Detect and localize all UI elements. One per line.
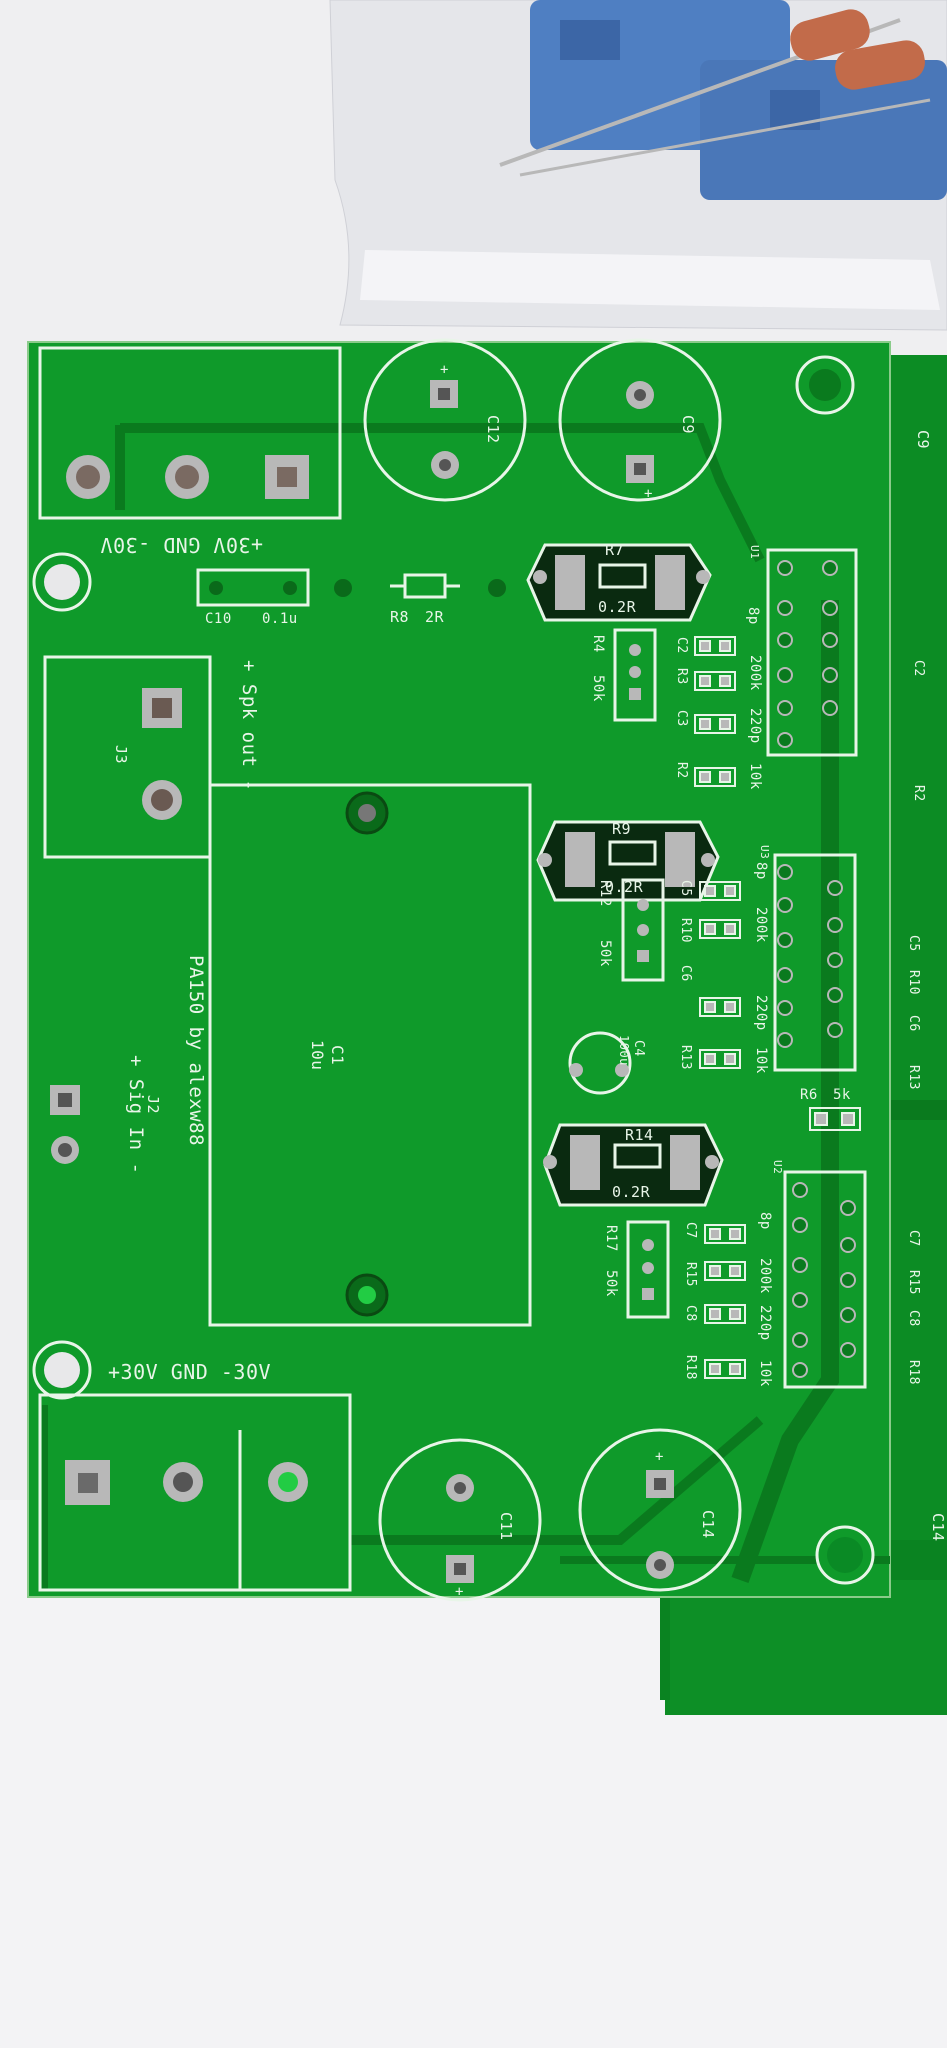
r8-value: 2R xyxy=(425,608,445,626)
c10-label: C10 xyxy=(205,611,232,627)
u3-220p: 220p xyxy=(753,995,769,1031)
u1-8p: 8p xyxy=(745,607,761,625)
r7-label: R7 xyxy=(605,541,625,559)
c5-label-behind: C5 xyxy=(906,935,921,952)
c8-label: C8 xyxy=(683,1305,698,1322)
c2-label-behind: C2 xyxy=(911,660,926,677)
u1-220p: 220p xyxy=(747,708,763,744)
c1-label: C1 xyxy=(328,1045,347,1066)
u1-label: U1 xyxy=(748,545,761,560)
r4-label: R4 xyxy=(590,635,606,653)
r6-value: 5k xyxy=(833,1087,851,1103)
c12-label: C12 xyxy=(484,415,502,444)
r12-label: R12 xyxy=(597,880,613,907)
u2-220p: 220p xyxy=(757,1305,773,1341)
r4-value: 50k xyxy=(590,675,606,702)
r2-label-behind: R2 xyxy=(911,785,926,802)
c11-plus: + xyxy=(455,1584,464,1600)
u2-10k: 10k xyxy=(757,1360,773,1387)
r14-label: R14 xyxy=(625,1126,654,1144)
component-bag xyxy=(329,0,947,331)
c4-label: C4 xyxy=(631,1040,646,1057)
r8-label: R8 xyxy=(390,608,410,626)
j2-label: J2 xyxy=(144,1095,162,1115)
power-label-bottom: +30V GND -30V xyxy=(108,1360,272,1384)
pcb-board-main xyxy=(27,338,891,1602)
u3-8p: 8p xyxy=(753,862,769,880)
c4-value: 100u xyxy=(617,1035,631,1066)
c12-plus: + xyxy=(440,362,449,378)
u2-label: U2 xyxy=(771,1160,784,1175)
c11-label: C11 xyxy=(497,1512,515,1541)
c7-label: C7 xyxy=(683,1222,698,1239)
c6-label-behind: C6 xyxy=(906,1015,921,1032)
c6-label: C6 xyxy=(678,965,693,982)
r14-value: 0.2R xyxy=(612,1183,651,1201)
spk-out-label: + Spk out - xyxy=(238,660,260,792)
c5-label: C5 xyxy=(678,880,693,897)
j3-label: J3 xyxy=(112,745,130,765)
u3-label: U3 xyxy=(758,845,771,860)
r13-label-behind: R13 xyxy=(906,1065,921,1090)
c14-label-behind: C14 xyxy=(929,1513,947,1542)
r7-value: 0.2R xyxy=(598,598,637,616)
r17-value: 50k xyxy=(603,1270,619,1297)
sig-in-label: + Sig In - xyxy=(125,1055,147,1175)
r17-label: R17 xyxy=(603,1225,619,1252)
r2-label: R2 xyxy=(674,762,689,779)
power-label-top: +30V GND -30V xyxy=(100,533,264,557)
c9-plus: + xyxy=(644,486,653,502)
u2-200k: 200k xyxy=(757,1258,773,1294)
r15-label: R15 xyxy=(683,1262,698,1287)
c9-label-behind: C9 xyxy=(914,430,932,450)
c14-plus: + xyxy=(655,1449,664,1465)
u1-200k: 200k xyxy=(747,655,763,691)
c8-label-behind: C8 xyxy=(906,1310,921,1327)
c1-value: 10u xyxy=(308,1040,327,1071)
u3-10k: 10k xyxy=(753,1047,769,1074)
c14-label: C14 xyxy=(699,1510,717,1539)
r10-label: R10 xyxy=(678,918,693,943)
r13-label: R13 xyxy=(678,1045,693,1070)
r6-label: R6 xyxy=(800,1087,818,1103)
r18-label-behind: R18 xyxy=(906,1360,921,1385)
r3-label: R3 xyxy=(674,668,689,685)
board-title: PA150 by alexw88 xyxy=(185,955,207,1147)
u1-10k: 10k xyxy=(747,763,763,790)
c2-label: C2 xyxy=(674,637,689,654)
r15-label-behind: R15 xyxy=(906,1270,921,1295)
r12-value: 50k xyxy=(597,940,613,967)
r10-label-behind: R10 xyxy=(906,970,921,995)
c10-value: 0.1u xyxy=(262,611,298,627)
r18-label: R18 xyxy=(683,1355,698,1380)
u2-8p: 8p xyxy=(757,1212,773,1230)
c9-label: C9 xyxy=(679,415,697,435)
c7-label-behind: C7 xyxy=(906,1230,921,1247)
u3-200k: 200k xyxy=(753,907,769,943)
r9-label: R9 xyxy=(612,820,632,838)
c3-label: C3 xyxy=(674,710,689,727)
r9-value: 0.2R xyxy=(605,878,644,896)
